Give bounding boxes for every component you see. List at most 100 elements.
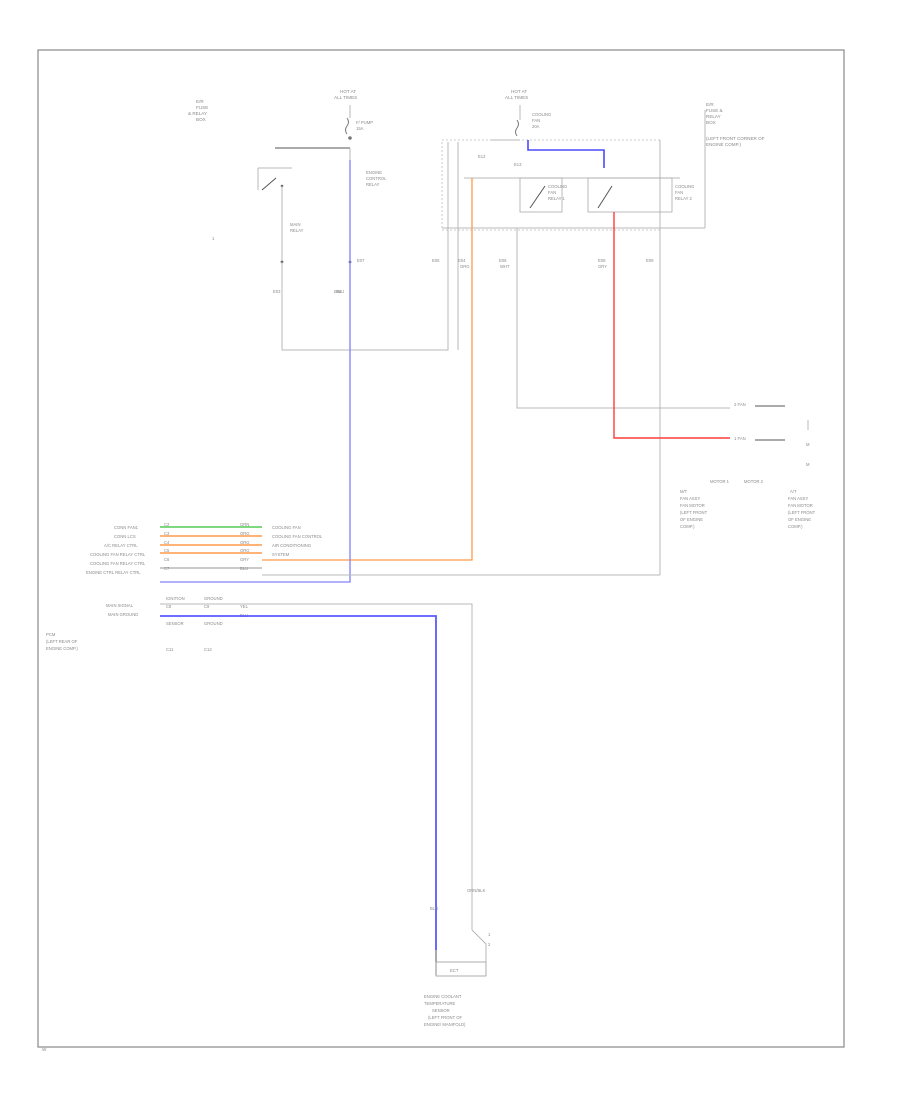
relay-return-wire <box>281 142 449 351</box>
svg-text:E08: E08 <box>598 258 606 263</box>
pin-labels: E03 E04 E07 E05 E04 E06 E08 E09 <box>273 258 654 294</box>
red-fan-wire <box>613 212 730 439</box>
fuse-a <box>275 105 352 149</box>
svg-text:FUSE &: FUSE & <box>706 108 723 113</box>
ecm-connector: CONN FAN1 CONN LCS A/C RELAY CTRL COOLIN… <box>46 522 323 652</box>
svg-text:CONN LCS: CONN LCS <box>114 534 136 539</box>
svg-text:ENGINE COMP.): ENGINE COMP.) <box>46 646 78 651</box>
svg-text:FAN MOTOR: FAN MOTOR <box>680 503 705 508</box>
svg-text:(LEFT REAR OF: (LEFT REAR OF <box>46 639 78 644</box>
diagram-frame <box>37 49 845 1048</box>
svg-text:COMP.): COMP.) <box>680 524 695 529</box>
svg-text:COOLING: COOLING <box>675 184 694 189</box>
svg-text:FUSE: FUSE <box>196 105 208 110</box>
svg-text:BLU: BLU <box>430 906 438 911</box>
svg-text:BLU: BLU <box>336 289 344 294</box>
svg-text:1: 1 <box>212 236 215 241</box>
svg-text:E/R: E/R <box>196 99 204 104</box>
svg-text:CONTROL: CONTROL <box>366 176 387 181</box>
svg-text:C3: C3 <box>164 531 170 536</box>
svg-text:GROUND: GROUND <box>204 596 223 601</box>
svg-text:MAIN SIGNAL: MAIN SIGNAL <box>106 603 134 608</box>
coolant-temp-sensor: BLU GRN/BLK 1 2 ECT ENGINE COOLANT TEMPE… <box>424 888 491 1027</box>
svg-text:M/T: M/T <box>680 489 688 494</box>
svg-text:& RELAY: & RELAY <box>188 111 207 116</box>
blue-ctrl-relay-wire <box>262 160 351 583</box>
svg-text:M: M <box>806 462 810 467</box>
svg-text:F/ PUMP: F/ PUMP <box>356 120 373 125</box>
svg-text:MOTOR 1: MOTOR 1 <box>710 479 730 484</box>
svg-text:FAN MOTOR: FAN MOTOR <box>788 503 813 508</box>
svg-text:BOX: BOX <box>706 120 716 125</box>
svg-text:BLU: BLU <box>240 566 248 571</box>
svg-text:SYSTEM: SYSTEM <box>272 552 290 557</box>
svg-text:(LEFT FRONT OF: (LEFT FRONT OF <box>428 1015 462 1020</box>
fan-motor: 2 FAN 1 FAN M M MOTOR 1 MOTOR 2 M/T A/T … <box>680 402 816 529</box>
svg-text:E07: E07 <box>357 258 365 263</box>
svg-text:SENSOR: SENSOR <box>166 621 184 626</box>
svg-text:(LEFT FRONT: (LEFT FRONT <box>788 510 816 515</box>
gray-fan-wire <box>516 228 730 409</box>
svg-text:15A: 15A <box>356 126 364 131</box>
svg-text:RELAY 2: RELAY 2 <box>675 196 693 201</box>
svg-text:GRN/BLK: GRN/BLK <box>467 888 486 893</box>
svg-text:C2: C2 <box>164 522 170 527</box>
svg-text:C5: C5 <box>164 548 170 553</box>
svg-text:MAIN: MAIN <box>290 222 300 227</box>
svg-text:OF ENGINE: OF ENGINE <box>680 517 703 522</box>
svg-text:E12: E12 <box>478 154 486 159</box>
svg-text:E/R: E/R <box>706 102 714 107</box>
svg-text:RELAY 1: RELAY 1 <box>548 196 566 201</box>
svg-text:C9: C9 <box>204 604 210 609</box>
svg-text:A/C RELAY CTRL: A/C RELAY CTRL <box>104 543 138 548</box>
svg-text:C6: C6 <box>164 557 170 562</box>
svg-text:ENGINE COOLANT: ENGINE COOLANT <box>424 994 462 999</box>
svg-text:TEMPERATURE: TEMPERATURE <box>424 1001 456 1006</box>
svg-text:FAN ASSY: FAN ASSY <box>680 496 700 501</box>
svg-text:COOLING: COOLING <box>532 112 551 117</box>
svg-text:COOLING: COOLING <box>548 184 567 189</box>
top-wire-color-labels: BLU ORG WHT GRY <box>336 264 607 294</box>
svg-text:COOLING FAN CONTROL: COOLING FAN CONTROL <box>272 534 323 539</box>
svg-text:MOTOR 2: MOTOR 2 <box>744 479 764 484</box>
fan-assembly-label: E/R FUSE & RELAY BOX (LEFT FRONT CORNER … <box>706 102 765 147</box>
svg-text:(LEFT FRONT: (LEFT FRONT <box>680 510 708 515</box>
svg-text:COOLING FAN: COOLING FAN <box>272 525 301 530</box>
svg-text:ENGINE COMP.): ENGINE COMP.) <box>706 142 741 147</box>
svg-text:COOLING FAN RELAY CTRL: COOLING FAN RELAY CTRL <box>90 552 146 557</box>
svg-text:HOT AT: HOT AT <box>511 89 527 94</box>
svg-text:GRY: GRY <box>240 557 249 562</box>
svg-text:FAN: FAN <box>675 190 683 195</box>
fan-relay-box: COOLING FAN RELAY 1 COOLING FAN RELAY 2 … <box>441 110 706 575</box>
svg-text:BOX: BOX <box>196 117 206 122</box>
frame-tag: W <box>42 1047 47 1052</box>
svg-text:IGNITION: IGNITION <box>166 596 185 601</box>
svg-text:2 FAN: 2 FAN <box>734 402 746 407</box>
svg-text:FAN: FAN <box>532 118 540 123</box>
svg-text:A/T: A/T <box>790 489 797 494</box>
svg-text:COMP.): COMP.) <box>788 524 803 529</box>
fuse-a-label: HOT AT ALL TIMES F/ PUMP 15A <box>334 89 373 131</box>
svg-text:AIR CONDITIONING: AIR CONDITIONING <box>272 543 311 548</box>
svg-text:E06: E06 <box>499 258 507 263</box>
orange-fan-relay-wire <box>262 178 473 561</box>
svg-text:OF ENGINE: OF ENGINE <box>788 517 811 522</box>
svg-text:E04: E04 <box>458 258 466 263</box>
svg-text:E05: E05 <box>432 258 440 263</box>
svg-text:ALL TIMES: ALL TIMES <box>505 95 528 100</box>
svg-text:COOLING FAN RELAY CTRL: COOLING FAN RELAY CTRL <box>90 561 146 566</box>
svg-text:GRN: GRN <box>240 522 249 527</box>
svg-text:MAIN GROUND: MAIN GROUND <box>108 612 138 617</box>
sensor-ground-wire <box>160 603 473 930</box>
svg-text:GRY: GRY <box>598 264 607 269</box>
svg-text:ORG: ORG <box>240 548 250 553</box>
svg-text:ENGINE: ENGINE <box>366 170 382 175</box>
svg-text:FAN: FAN <box>548 190 556 195</box>
svg-text:ENGINE CTRL RELAY CTRL: ENGINE CTRL RELAY CTRL <box>86 570 141 575</box>
svg-text:RELAY: RELAY <box>706 114 721 119</box>
svg-text:FAN ASSY: FAN ASSY <box>788 496 808 501</box>
svg-text:SENSOR: SENSOR <box>432 1008 450 1013</box>
svg-text:ECT: ECT <box>450 968 459 973</box>
svg-text:PCM: PCM <box>46 632 56 637</box>
fuse-b-blue-wire <box>527 140 605 168</box>
